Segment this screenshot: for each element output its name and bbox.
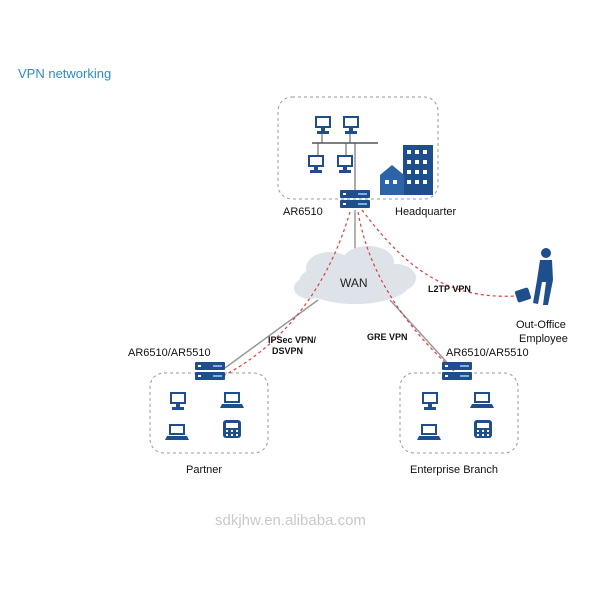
branch-router-icon [442,362,472,380]
hq-pc-icon [308,155,324,173]
vpn-tunnels [224,209,517,376]
headquarter-site-box [277,96,439,200]
partner-router-icon [195,362,225,380]
dsvpn-label: DSVPN [272,346,303,356]
partner-router-label: AR6510/AR5510 [128,347,211,359]
ipsec-vpn-label: IPSec VPN/ [268,335,317,345]
partner-label: Partner [186,464,222,476]
employee-label-line2: Employee [519,333,568,345]
branch-laptop-icon [470,392,494,408]
watermark: sdkjhw.en.alibaba.com [215,512,366,529]
branch-site-box [399,372,519,454]
hq-router-label: AR6510 [283,206,323,218]
branch-phone-icon [474,420,492,438]
partner-site-box [149,372,269,454]
wan-label: WAN [340,276,368,290]
hq-pc-icon [315,116,331,134]
gre-vpn-label: GRE VPN [367,332,408,342]
branch-laptop-icon [417,424,441,440]
hq-lan [312,133,378,192]
diagram-title: VPN networking [18,66,111,81]
l2tp-vpn-label: L2TP VPN [428,284,471,294]
partner-laptop-icon [165,424,189,440]
hq-pc-icon [337,155,353,173]
headquarter-building-icon [380,145,433,195]
employee-icon [515,248,553,305]
employee-label-line1: Out-Office [516,319,566,331]
enterprise-branch-label: Enterprise Branch [410,464,498,476]
partner-phone-icon [223,420,241,438]
partner-pc-icon [170,392,186,410]
partner-laptop-icon [220,392,244,408]
branch-router-label: AR6510/AR5510 [446,347,529,359]
branch-pc-icon [422,392,438,410]
headquarter-label: Headquarter [395,206,456,218]
hq-pc-icon [343,116,359,134]
wan-cloud-icon [294,246,416,304]
